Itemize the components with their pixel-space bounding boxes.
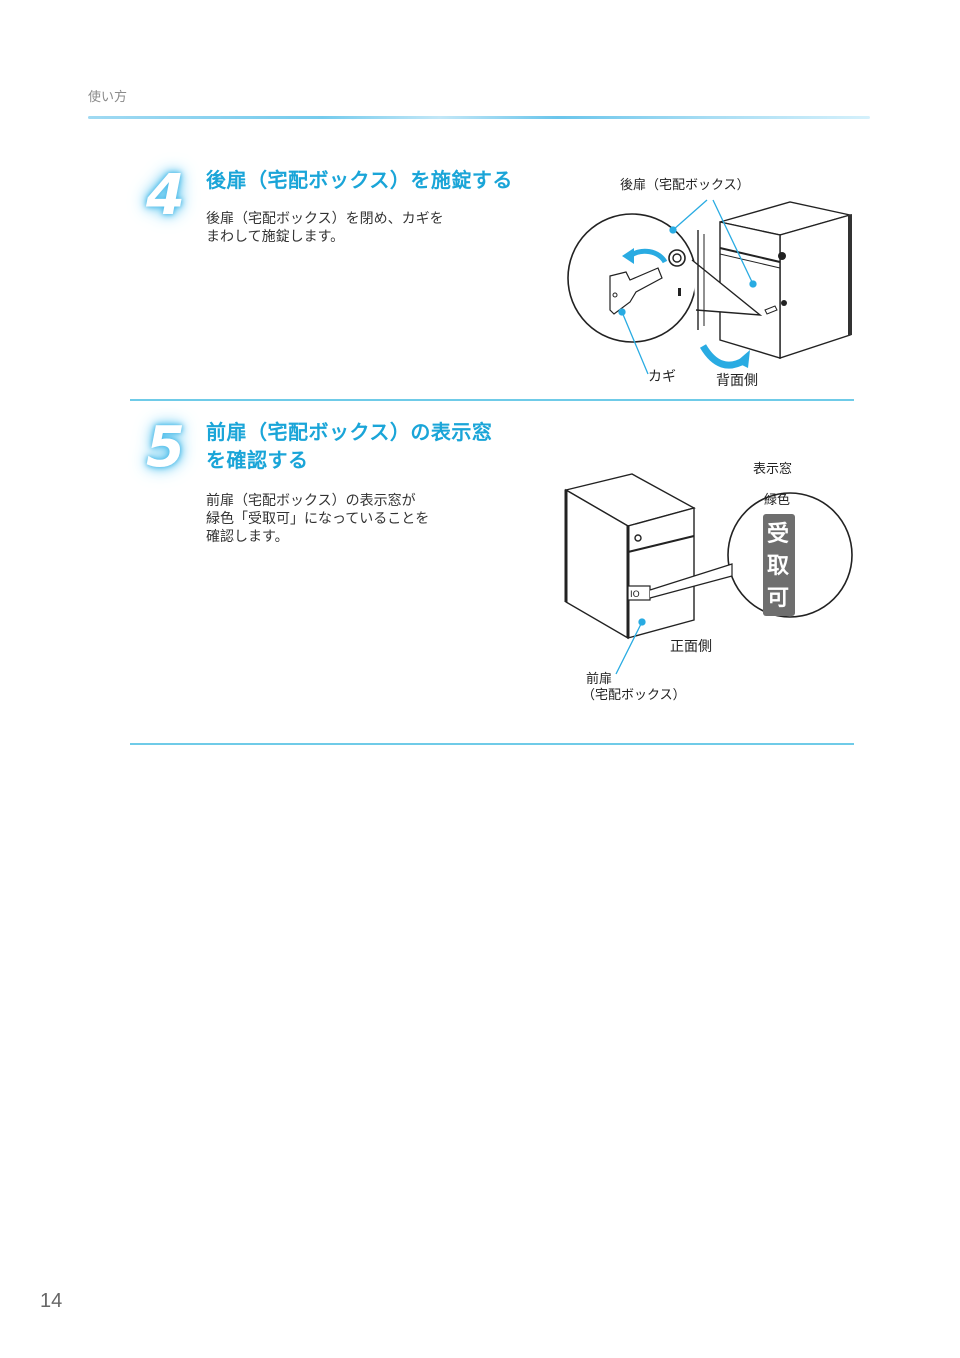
- step-body-line: 後扉（宅配ボックス）を閉め、カギを: [206, 211, 444, 227]
- page-number: 14: [40, 1290, 63, 1312]
- step-number: 5: [146, 415, 185, 480]
- front-door-label-line1: 前扉: [586, 672, 613, 687]
- svg-text:IO: IO: [630, 590, 640, 600]
- figure-rear-door-lock: 後扉（宅配ボックス） カギ 背面側: [560, 170, 860, 395]
- display-window-label: 表示窓: [753, 462, 793, 477]
- rear-door-illustration: [567, 199, 852, 375]
- section-divider: [130, 399, 854, 401]
- header-rule: [88, 116, 870, 119]
- front-door-label-line2: （宅配ボックス）: [582, 688, 686, 703]
- section-label: 使い方: [88, 90, 128, 105]
- step-body: 後扉（宅配ボックス）を閉め、カギを まわして施錠します。: [206, 210, 444, 246]
- window-char: 受: [767, 522, 790, 547]
- step-5: 5 前扉（宅配ボックス）の表示窓 を確認する 前扉（宅配ボックス）の表示窓が 緑…: [130, 414, 854, 724]
- key-label: カギ: [648, 369, 676, 385]
- green-label: 緑色: [764, 493, 791, 508]
- step-number: 4: [146, 163, 185, 228]
- step-body-line: 確認します。: [206, 529, 289, 545]
- step-title: 前扉（宅配ボックス）の表示窓 を確認する: [206, 418, 492, 474]
- section-divider: [130, 743, 854, 745]
- window-char: 取: [767, 554, 790, 579]
- step-title: 後扉（宅配ボックス）を施錠する: [206, 168, 513, 192]
- window-char: 可: [767, 586, 790, 611]
- step-body-line: 前扉（宅配ボックス）の表示窓が: [206, 493, 416, 509]
- step-body-line: 緑色「受取可」になっていることを: [206, 511, 430, 527]
- step-body-line: まわして施錠します。: [206, 229, 345, 245]
- front-side-label: 正面側: [670, 639, 712, 655]
- step-title-line: 前扉（宅配ボックス）の表示窓: [206, 420, 493, 444]
- figure-front-display-window: IO 表示窓 緑色 受 取 可 正面側 前扉 （宅配ボックス）: [560, 452, 860, 712]
- step-body: 前扉（宅配ボックス）の表示窓が 緑色「受取可」になっていることを 確認します。: [206, 492, 429, 546]
- rear-door-label: 後扉（宅配ボックス）: [620, 178, 750, 193]
- step-title-line: を確認する: [206, 448, 309, 472]
- step-4: 4 後扉（宅配ボックス）を施錠する 後扉（宅配ボックス）を閉め、カギを まわして…: [130, 160, 854, 390]
- front-door-illustration: IO: [564, 473, 853, 675]
- rear-side-label: 背面側: [716, 373, 758, 389]
